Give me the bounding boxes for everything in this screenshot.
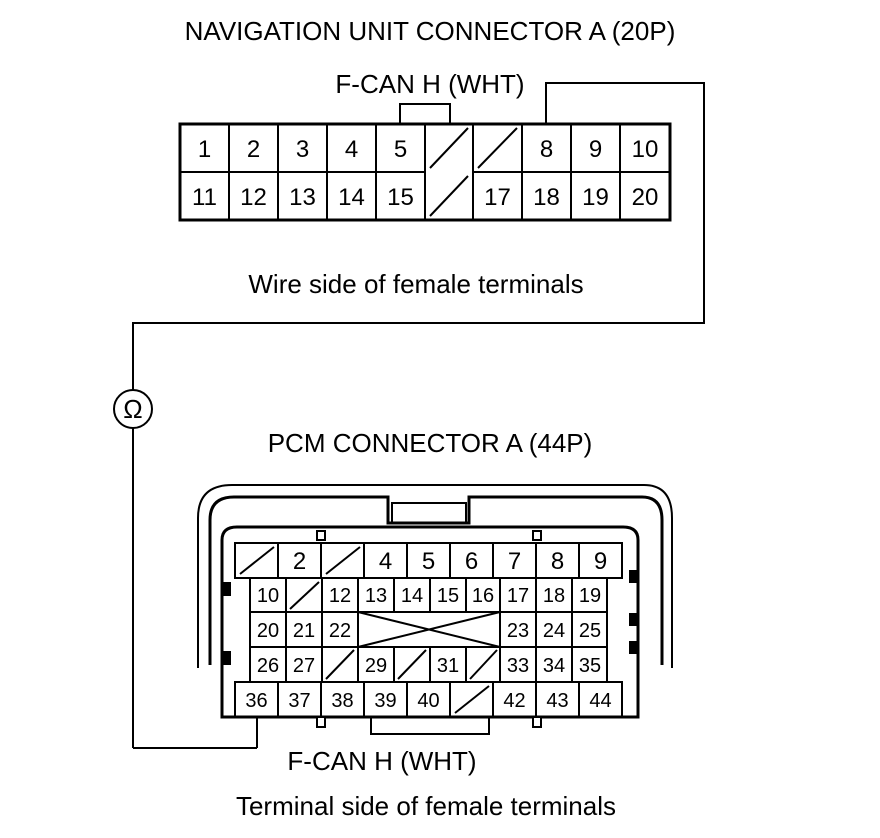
pcm-connector-title: PCM CONNECTOR A (44P) xyxy=(268,428,593,458)
pcm-pin: 12 xyxy=(329,585,351,607)
pcm-pin: 2 xyxy=(293,548,306,575)
nav-pin: 15 xyxy=(387,184,414,211)
nav-pin: 20 xyxy=(632,184,659,211)
pcm-empty-3 xyxy=(325,546,361,575)
test-lead-wire xyxy=(132,82,705,390)
pcm-connector: 2 4 5 6 7 8 9 10 12 13 14 15 16 17 18 19… xyxy=(197,484,673,735)
pcm-pin: 40 xyxy=(417,690,439,712)
ohmmeter-icon: Ω xyxy=(113,389,153,429)
svg-text:Ω: Ω xyxy=(123,394,142,424)
nav-pin: 13 xyxy=(289,184,316,211)
nav-pin: 9 xyxy=(589,136,602,163)
nav-pin: 5 xyxy=(394,136,407,163)
nav-connector-title: NAVIGATION UNIT CONNECTOR A (20P) xyxy=(185,16,676,46)
pcm-pin: 33 xyxy=(507,655,529,677)
pcm-pin: 9 xyxy=(594,548,607,575)
nav-pin: 12 xyxy=(240,184,267,211)
pcm-wire-label: F-CAN H (WHT) xyxy=(287,746,476,776)
pcm-pin: 24 xyxy=(543,620,565,642)
nav-pin: 10 xyxy=(632,136,659,163)
pcm-pin: 16 xyxy=(472,585,494,607)
nav-empty-6 xyxy=(429,127,469,169)
nav-side-label: Wire side of female terminals xyxy=(248,269,583,299)
pcm-pin: 8 xyxy=(551,548,564,575)
pcm-pin: 27 xyxy=(293,655,315,677)
pcm-pin: 43 xyxy=(546,690,568,712)
pcm-pin: 39 xyxy=(374,690,396,712)
pcm-pin: 7 xyxy=(508,548,521,575)
nav-pin: 2 xyxy=(247,136,260,163)
nav-connector: 1 2 3 4 5 8 9 10 11 12 13 14 15 17 18 19… xyxy=(178,103,672,222)
pcm-pin: 20 xyxy=(257,620,279,642)
pcm-pin: 4 xyxy=(379,548,392,575)
pcm-pin: 13 xyxy=(365,585,387,607)
pcm-pin: 19 xyxy=(579,585,601,607)
pcm-empty-30 xyxy=(397,649,427,680)
pcm-pin: 31 xyxy=(437,655,459,677)
pcm-pin: 22 xyxy=(329,620,351,642)
pcm-pin: 36 xyxy=(245,690,267,712)
pcm-empty-41 xyxy=(454,685,490,714)
nav-wire-label: F-CAN H (WHT) xyxy=(335,69,524,99)
pcm-pin: 15 xyxy=(437,585,459,607)
nav-pin: 4 xyxy=(345,136,358,163)
pcm-empty-11 xyxy=(289,581,320,610)
pcm-pin: 14 xyxy=(401,585,423,607)
pcm-pin: 23 xyxy=(507,620,529,642)
pcm-pin: 26 xyxy=(257,655,279,677)
pcm-pin: 18 xyxy=(543,585,565,607)
pcm-empty-1 xyxy=(239,546,275,575)
nav-pin: 18 xyxy=(533,184,560,211)
pcm-pin: 21 xyxy=(293,620,315,642)
nav-pin: 14 xyxy=(338,184,365,211)
pcm-pin: 34 xyxy=(543,655,565,677)
pcm-empty-28 xyxy=(325,649,355,680)
nav-pin: 19 xyxy=(582,184,609,211)
pcm-pin: 5 xyxy=(422,548,435,575)
pcm-pin: 44 xyxy=(589,690,611,712)
nav-pin: 8 xyxy=(540,136,553,163)
pcm-pin: 37 xyxy=(288,690,310,712)
nav-pin: 17 xyxy=(484,184,511,211)
pcm-pin: 42 xyxy=(503,690,525,712)
pcm-pin: 6 xyxy=(465,548,478,575)
pcm-pin: 29 xyxy=(365,655,387,677)
pcm-pin: 17 xyxy=(507,585,529,607)
pcm-empty-32 xyxy=(469,649,498,680)
nav-pin: 11 xyxy=(192,184,217,211)
pcm-pin: 38 xyxy=(331,690,353,712)
pcm-side-label: Terminal side of female terminals xyxy=(236,791,616,821)
nav-pin: 1 xyxy=(198,136,211,163)
nav-empty-7 xyxy=(477,127,518,169)
nav-empty-16 xyxy=(429,175,469,217)
pcm-pin: 10 xyxy=(257,585,279,607)
pcm-pin: 25 xyxy=(579,620,601,642)
nav-pin: 3 xyxy=(296,136,309,163)
pcm-pin: 35 xyxy=(579,655,601,677)
